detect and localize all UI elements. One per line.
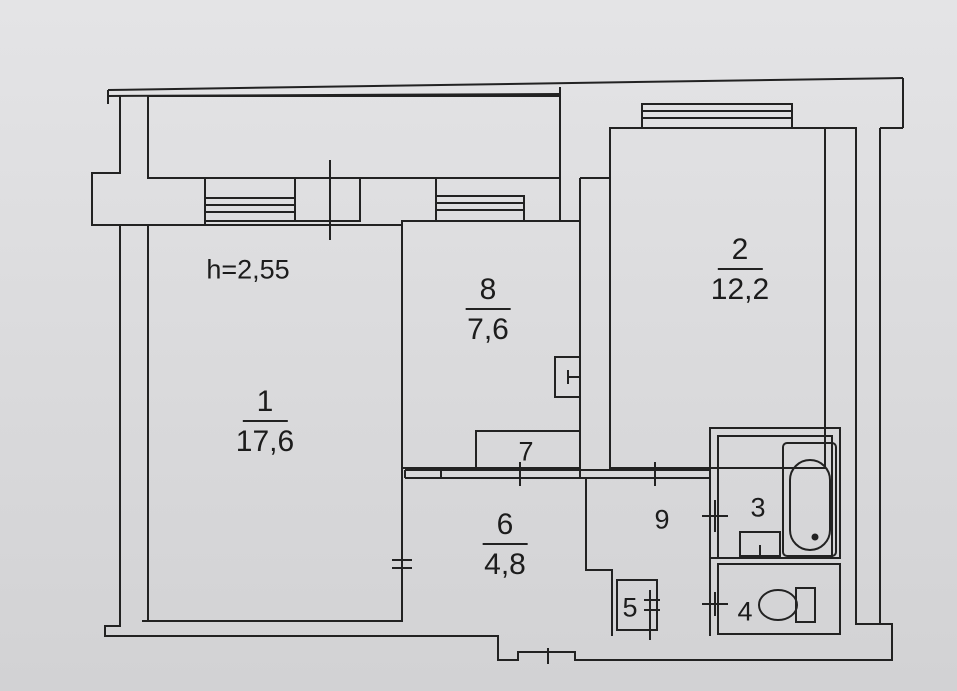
room-6-outline [142, 477, 893, 664]
room-5-number: 5 [622, 592, 638, 623]
room-6-label: 6 4,8 [482, 510, 528, 581]
room-8-area: 7,6 [467, 313, 509, 346]
room-1-number: 1 [242, 387, 288, 422]
ceiling-height-label: h=2,55 [206, 254, 290, 285]
room-4-outline [717, 563, 841, 635]
room-2-number: 2 [717, 235, 763, 270]
room-1-area: 17,6 [235, 425, 295, 458]
room-4-number: 4 [737, 596, 753, 627]
room-8-label: 8 7,6 [465, 275, 511, 346]
room-2-label: 2 12,2 [711, 235, 769, 305]
bathtub-icon [782, 442, 837, 557]
window-room-2 [641, 103, 793, 129]
toilet-icon [758, 587, 816, 623]
door-marks [702, 500, 728, 616]
room-2-outline [579, 127, 826, 469]
room-7-number: 7 [518, 436, 534, 467]
room-3-outline [709, 427, 841, 559]
room-6-area: 4,8 [484, 548, 526, 581]
inner-wall-top [148, 160, 561, 240]
room-9-number: 9 [654, 504, 670, 535]
room-9-outline [612, 477, 711, 636]
sink-icon [739, 531, 781, 557]
window-room-8 [435, 195, 525, 222]
outer-wall-left [91, 96, 149, 637]
room-6-number: 6 [482, 510, 528, 545]
room-1-label: 1 17,6 [236, 387, 294, 457]
room-5-outline [616, 579, 660, 640]
window-room-1 [204, 197, 296, 222]
room-3-number: 3 [750, 492, 766, 523]
partition-dashed [404, 462, 710, 486]
outer-wall-right [792, 127, 903, 625]
room-2-area: 12,2 [710, 273, 770, 306]
room-8-number: 8 [465, 275, 511, 310]
